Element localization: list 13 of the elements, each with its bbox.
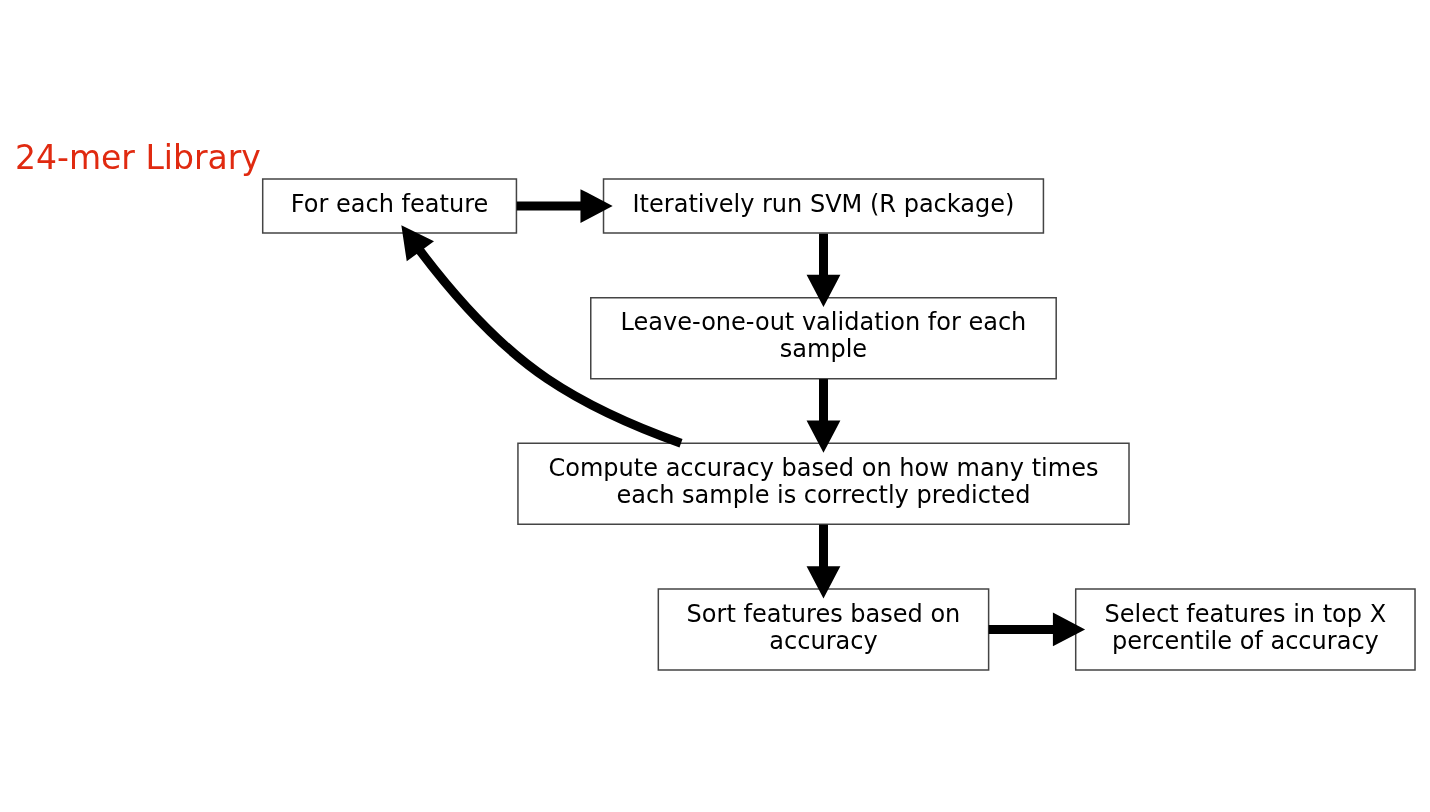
node-label: 24-mer Library <box>14 137 261 177</box>
node-box: For each feature <box>261 177 518 234</box>
node-box: Select features in top X percentile of accuracy <box>1074 587 1416 671</box>
node-box: Iteratively run SVM (R package) <box>602 177 1045 234</box>
arrow <box>988 612 1086 646</box>
arrow <box>806 233 841 307</box>
arrow <box>516 188 613 223</box>
arrow <box>806 378 841 453</box>
node-box: Sort features based on accuracy <box>657 587 990 671</box>
node-box: Leave-one-out validation for each sample <box>590 296 1057 379</box>
arrow <box>806 524 841 598</box>
node-box: Compute accuracy based on how many times each sample is correctly predicted <box>517 442 1130 525</box>
arrow <box>401 224 683 447</box>
